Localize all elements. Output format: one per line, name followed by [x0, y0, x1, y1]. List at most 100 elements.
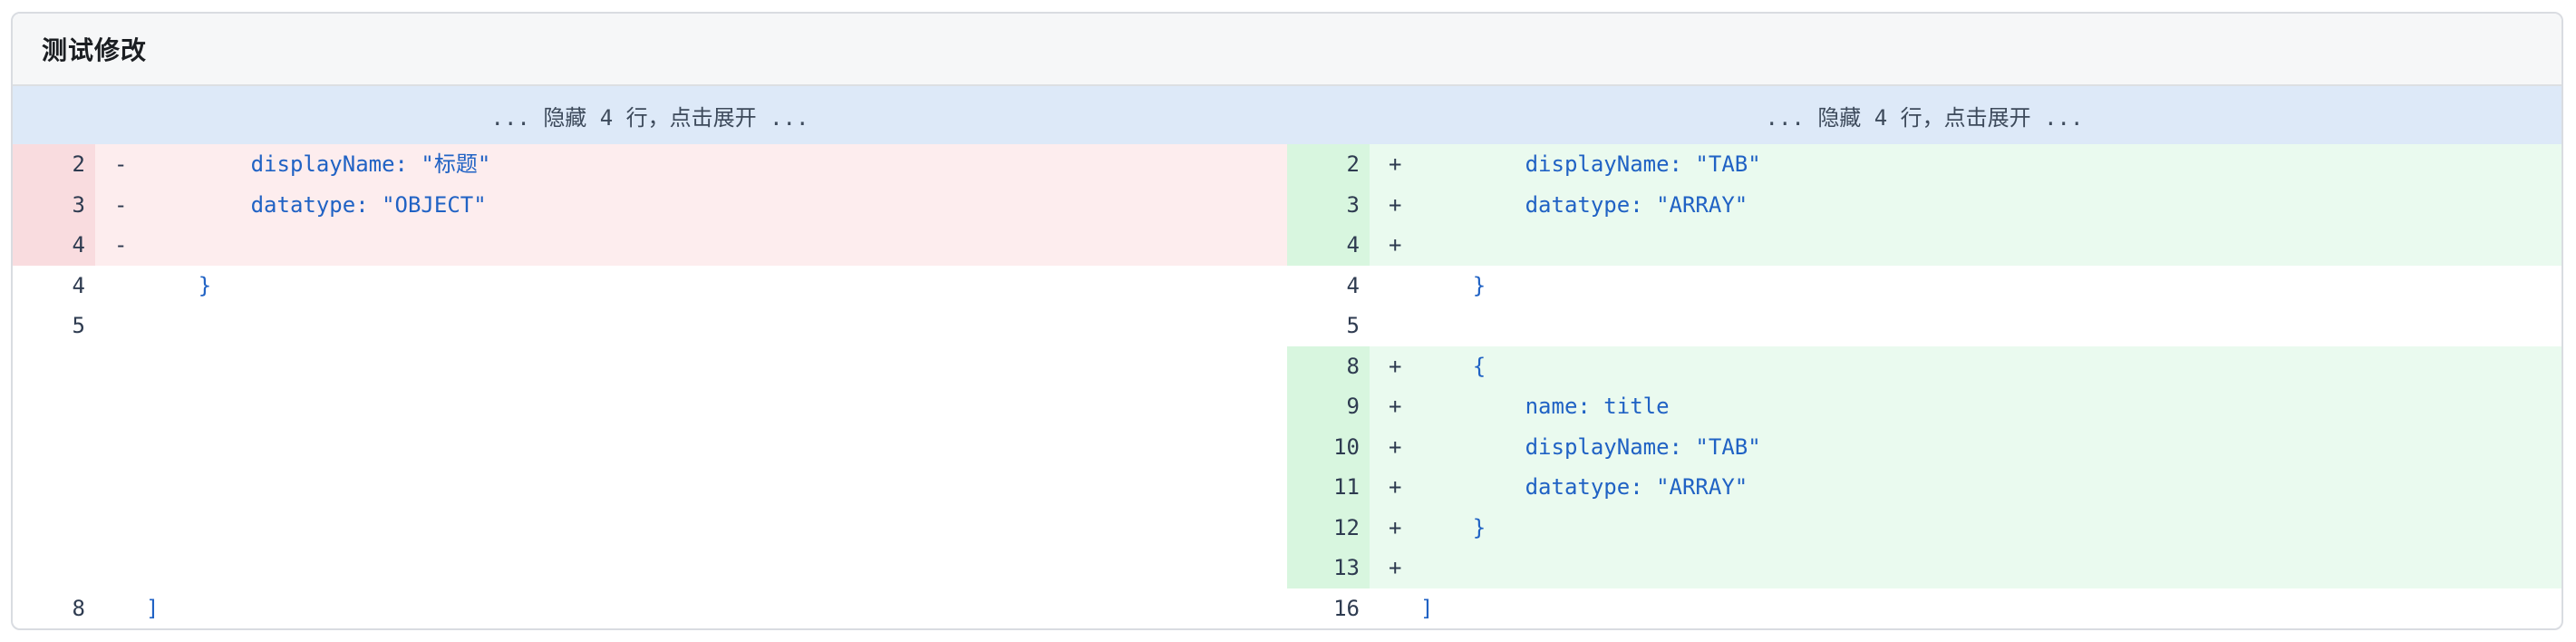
diff-row: 8 ] — [13, 588, 1287, 629]
line-number: 10 — [1287, 426, 1370, 467]
diff-row: 4 } — [13, 266, 1287, 306]
line-number — [13, 427, 95, 468]
diff-row: 10 + displayName: "TAB" — [1287, 426, 2561, 467]
line-number: 2 — [1287, 144, 1370, 185]
line-number: 4 — [13, 225, 95, 266]
line-number: 4 — [72, 272, 85, 298]
code-line — [146, 346, 1287, 387]
diff-row: 9 + name: title — [1287, 386, 2561, 427]
line-number: 5 — [72, 313, 85, 338]
diff-row — [13, 346, 1287, 387]
diff-row: 16 ] — [1287, 588, 2561, 629]
line-number — [13, 346, 95, 387]
diff-pane-new: 2 + displayName: "TAB" 3 + datatype: "AR… — [1287, 144, 2561, 628]
diff-marker — [95, 386, 146, 427]
diff-row — [13, 427, 1287, 468]
code-line: datatype: "ARRAY" — [1420, 191, 1748, 218]
diff-card: 测试修改 ... 隐藏 4 行，点击展开 ... ... 隐藏 4 行，点击展开… — [11, 12, 2563, 630]
code-line — [146, 225, 1287, 266]
diff-row: 3 + datatype: "ARRAY" — [1287, 184, 2561, 225]
diff-marker — [95, 588, 146, 629]
diff-marker — [95, 266, 146, 306]
diff-marker: + — [1389, 433, 1402, 460]
code-line: } — [146, 272, 212, 298]
code-line: displayName: "TAB" — [1420, 433, 1761, 460]
diff-marker: - — [114, 191, 128, 218]
code-line — [146, 548, 1287, 588]
code-line: } — [1420, 514, 1487, 540]
code-line: name: title — [1420, 394, 1670, 419]
code-line — [146, 306, 1287, 346]
code-line — [1420, 548, 2561, 588]
diff-marker: + — [1389, 394, 1402, 419]
expand-hidden-lines-left-label: ... 隐藏 4 行，点击展开 ... — [490, 104, 809, 131]
line-number: 4 — [1287, 225, 1370, 266]
line-number: 12 — [1287, 507, 1370, 548]
code-line — [1420, 225, 2561, 266]
diff-row — [13, 548, 1287, 588]
diff-marker — [1370, 588, 1420, 629]
line-number: 11 — [1287, 467, 1370, 508]
code-line: displayName: "标题" — [146, 151, 491, 177]
hidden-lines-bar: ... 隐藏 4 行，点击展开 ... ... 隐藏 4 行，点击展开 ... — [13, 86, 2561, 144]
diff-body: 2 - displayName: "标题" 3 - datatype: "OBJ… — [13, 144, 2561, 628]
code-line — [146, 427, 1287, 468]
diff-row — [13, 386, 1287, 427]
diff-marker — [95, 306, 146, 346]
line-number — [13, 467, 95, 508]
diff-marker: + — [1389, 353, 1402, 379]
code-line — [146, 467, 1287, 508]
code-line: datatype: "OBJECT" — [146, 191, 487, 218]
diff-row: 2 - displayName: "标题" — [13, 144, 1287, 185]
diff-marker — [1370, 306, 1420, 346]
diff-marker — [95, 346, 146, 387]
diff-row: 8 + { — [1287, 345, 2561, 386]
line-number — [13, 548, 95, 588]
diff-marker: + — [1389, 232, 1402, 258]
diff-row: 5 — [1287, 306, 2561, 346]
diff-row — [13, 467, 1287, 508]
diff-marker: + — [1389, 555, 1402, 580]
diff-marker: + — [1389, 191, 1402, 218]
code-line: ] — [146, 595, 160, 621]
diff-row — [13, 508, 1287, 549]
line-number: 3 — [13, 184, 95, 225]
code-line: displayName: "TAB" — [1420, 151, 1761, 177]
diff-marker: - — [114, 232, 128, 258]
diff-row: 11 + datatype: "ARRAY" — [1287, 467, 2561, 508]
diff-marker: + — [1389, 151, 1402, 177]
line-number: 13 — [1287, 548, 1370, 588]
diff-row: 13 + — [1287, 548, 2561, 588]
code-line — [146, 386, 1287, 427]
line-number: 16 — [1333, 595, 1360, 621]
line-number: 3 — [1287, 184, 1370, 225]
code-line: } — [1420, 272, 1487, 298]
line-number: 5 — [1346, 313, 1360, 338]
diff-pane-old: 2 - displayName: "标题" 3 - datatype: "OBJ… — [13, 144, 1287, 628]
diff-card-header: 测试修改 — [13, 14, 2561, 86]
diff-marker — [95, 427, 146, 468]
diff-row: 5 — [13, 306, 1287, 346]
expand-hidden-lines-left-button[interactable]: ... 隐藏 4 行，点击展开 ... — [13, 86, 1287, 144]
diff-marker: - — [114, 151, 128, 177]
diff-row: 4 } — [1287, 266, 2561, 306]
diff-row: 3 - datatype: "OBJECT" — [13, 184, 1287, 225]
code-line: ] — [1420, 595, 1434, 621]
code-line: datatype: "ARRAY" — [1420, 474, 1748, 500]
diff-row: 2 + displayName: "TAB" — [1287, 144, 2561, 185]
line-number: 4 — [1346, 272, 1360, 298]
code-line — [1420, 306, 2561, 346]
diff-marker — [95, 508, 146, 549]
line-number: 8 — [72, 595, 85, 621]
diff-marker — [95, 548, 146, 588]
diff-marker: + — [1389, 474, 1402, 500]
line-number: 9 — [1287, 386, 1370, 427]
diff-marker — [1370, 266, 1420, 306]
line-number — [13, 508, 95, 549]
expand-hidden-lines-right-button[interactable]: ... 隐藏 4 行，点击展开 ... — [1287, 86, 2561, 144]
diff-title: 测试修改 — [42, 36, 148, 64]
code-line — [146, 508, 1287, 549]
diff-marker — [95, 467, 146, 508]
line-number — [13, 386, 95, 427]
expand-hidden-lines-right-label: ... 隐藏 4 行，点击展开 ... — [1765, 104, 2084, 131]
